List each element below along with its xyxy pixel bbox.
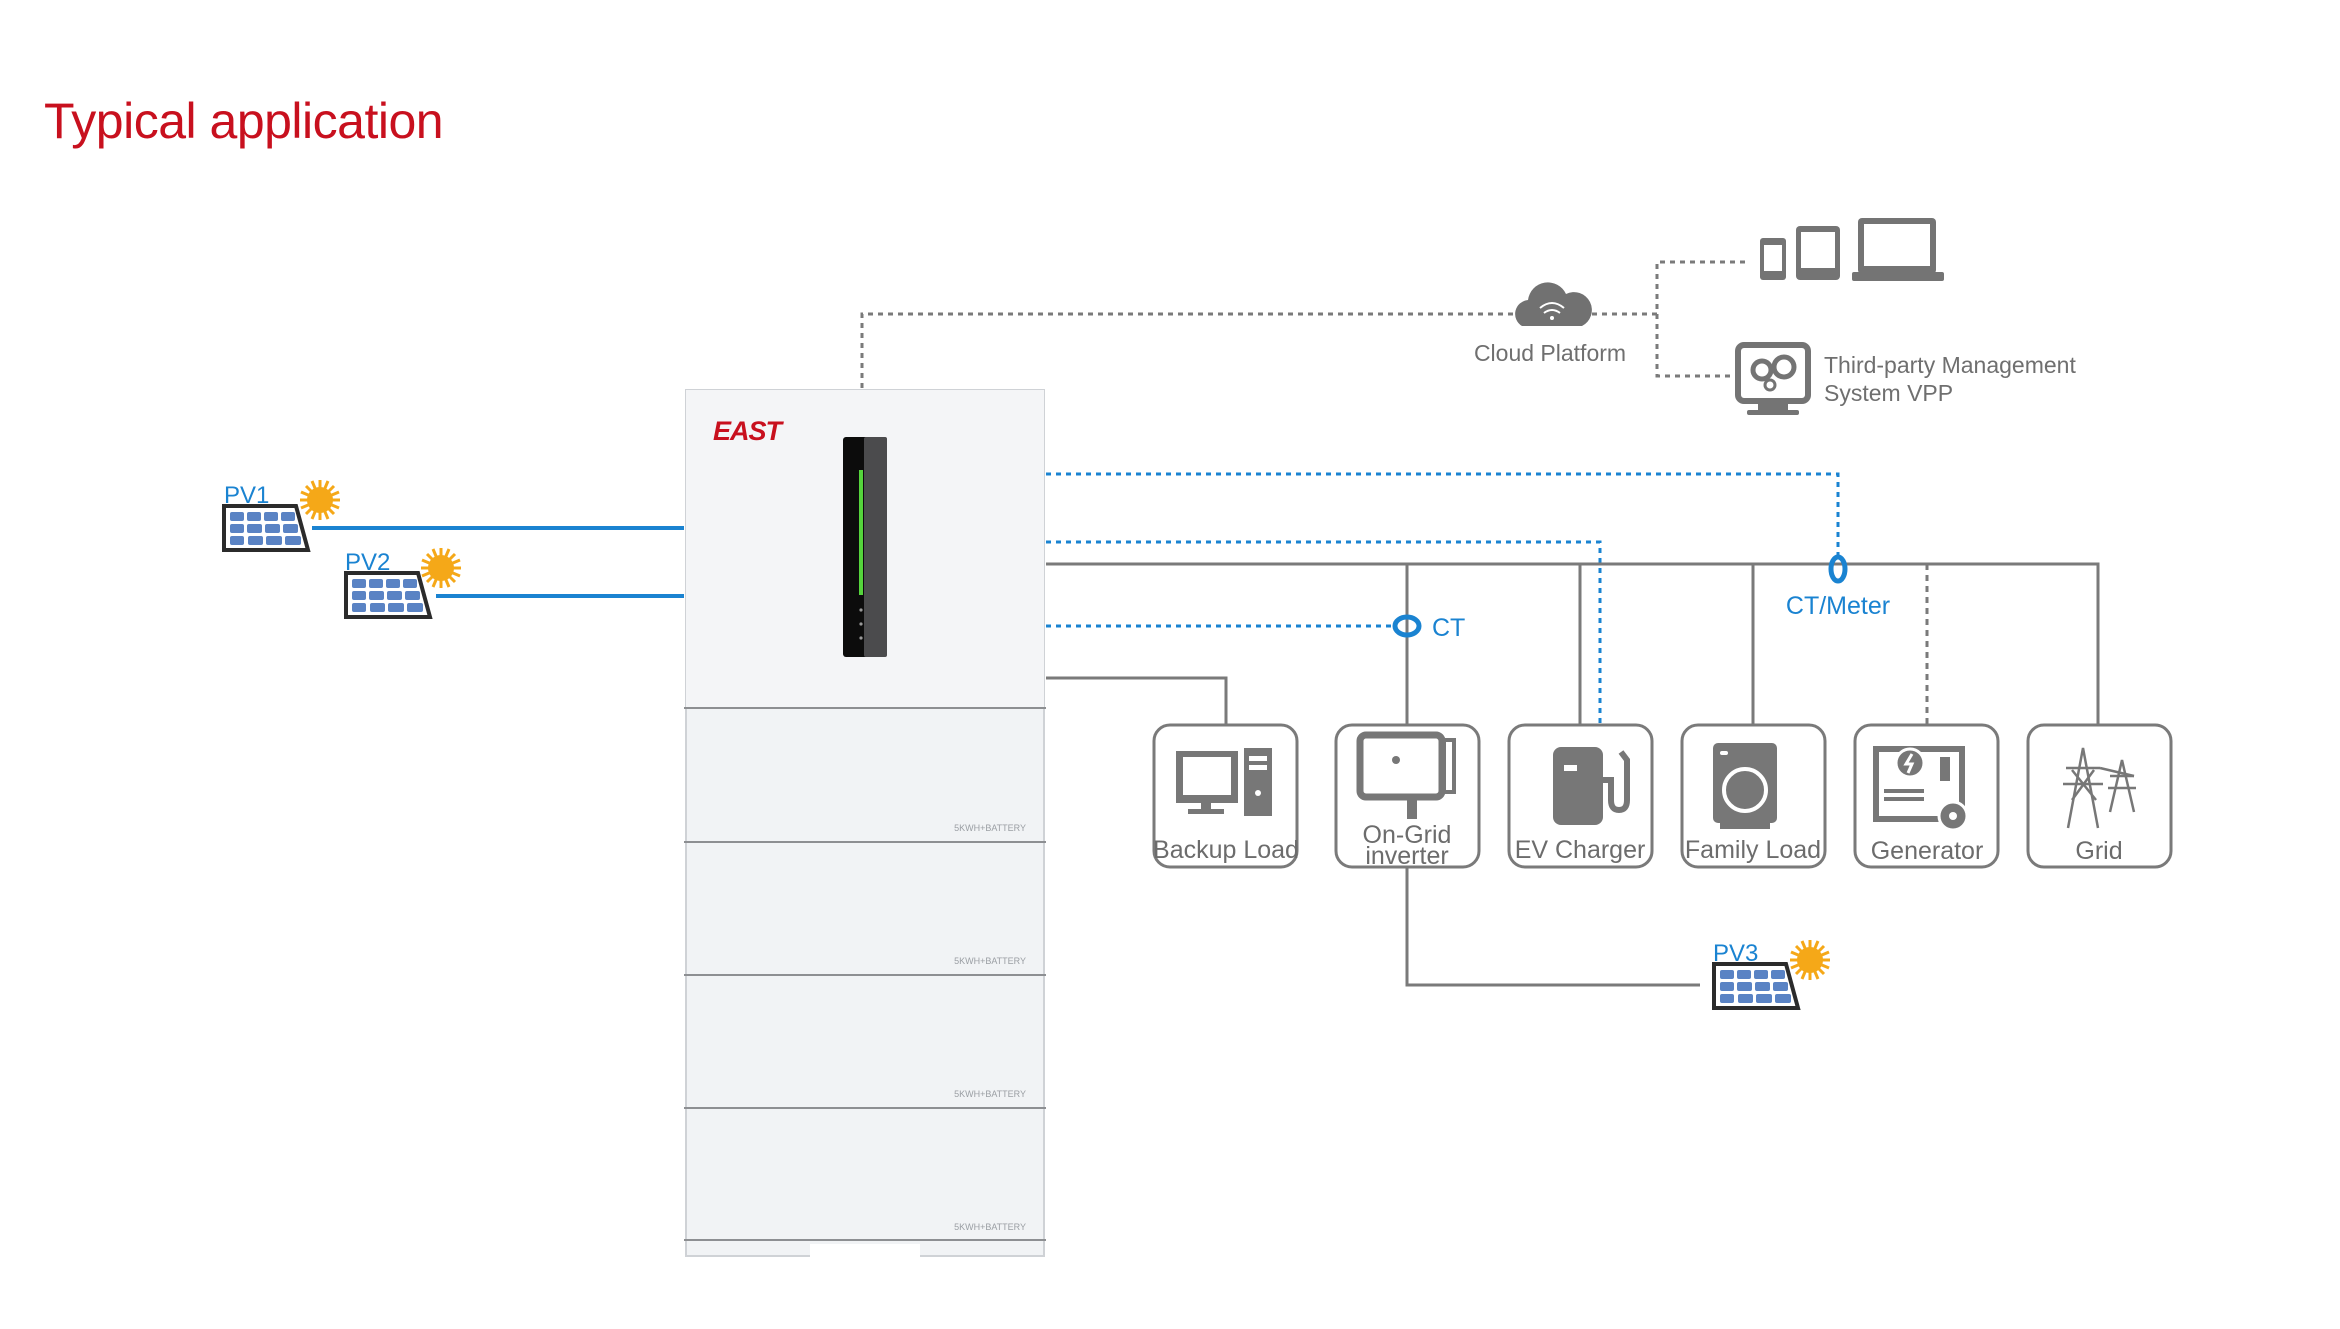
battery-module-label: 5KWH+BATTERY [954,823,1026,833]
generator-icon [1873,746,1969,832]
load-box-backup: Backup Load [1152,723,1299,869]
grid-bus-line [1046,562,2100,725]
ct-icon [1392,614,1422,638]
pv1: PV1 [222,478,342,552]
ct-meter-icon [1828,554,1848,584]
ct-label: CT [1432,614,1465,642]
load-box-on-grid-inverter: On-Grid inverter [1334,723,1481,870]
tablet-icon [1796,226,1840,280]
ev-charger-icon [1553,747,1630,825]
on-grid-label-line2: inverter [1365,842,1448,870]
family-load-label: Family Load [1685,836,1821,864]
ev-charger-label: EV Charger [1515,836,1646,864]
load-box-family-load: Family Load [1680,723,1827,869]
sun-icon [298,478,342,522]
load-box-ev-charger: EV Charger [1507,723,1654,869]
ev-charger-comm-line [1046,540,1602,724]
indicator-light [859,470,863,595]
inverter-icon [1356,731,1456,819]
pv3-line [1405,867,1700,987]
cloud-comm-line [860,312,1522,388]
monitor-gears-icon [1735,342,1811,415]
east-logo: EAST [713,416,785,446]
laptop-icon [1852,218,1944,281]
grid-label: Grid [2075,837,2122,865]
ct-meter-label: CT/Meter [1786,592,1890,620]
wiring [312,260,2100,987]
computer-icon [1176,748,1272,816]
cloud-platform-label: Cloud Platform [1474,340,1626,366]
vpp: Third-party Management System VPP [1735,342,2076,415]
washing-machine-icon [1713,743,1777,829]
sun-icon [419,546,463,590]
page-title: Typical application [44,93,444,149]
smartphone-icon [1760,238,1786,280]
backup-load-label: Backup Load [1153,836,1299,864]
vpp-label-line1: Third-party Management [1824,352,2076,378]
vpp-label-line2: System VPP [1824,380,1953,406]
pv2: PV2 [344,546,463,619]
pv3: PV3 [1712,938,1832,1010]
solar-panel-icon [344,571,432,619]
on-grid-label-line1: On-Grid [1363,821,1452,849]
cloud-platform: Cloud Platform [1474,282,1626,366]
load-box-grid: Grid [2026,723,2173,869]
generator-label: Generator [1871,837,1984,865]
battery-module-label: 5KWH+BATTERY [954,1089,1026,1099]
sun-icon [1788,938,1832,982]
solar-panel-icon [1712,962,1800,1010]
cloud-wifi-icon [1515,282,1592,326]
load-box-generator: Generator [1853,723,2000,869]
remote-devices-line [1655,260,1745,378]
battery-module-label: 5KWH+BATTERY [954,956,1026,966]
solar-panel-icon [222,504,310,552]
remote-devices [1760,218,1944,281]
hybrid-inverter-battery: EAST 5KWH+BATTERY 5KWH+BATTERY 5KWH+BATT… [684,389,1046,1258]
backup-line [1046,676,1228,725]
battery-module-label: 5KWH+BATTERY [954,1222,1026,1232]
status-display [843,437,887,657]
power-tower-icon [2063,747,2136,829]
ct-meter-comm-line [1046,472,1840,556]
